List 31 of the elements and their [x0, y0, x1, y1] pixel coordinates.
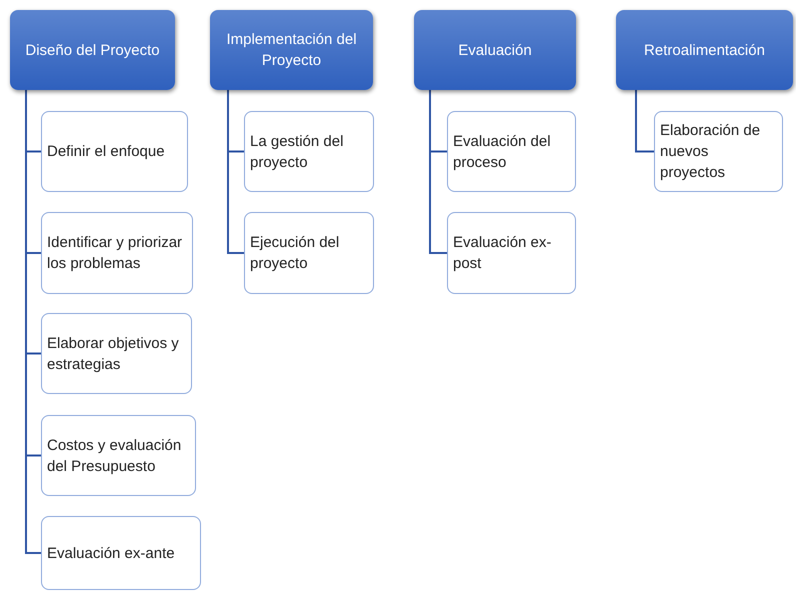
subtask-box	[447, 212, 576, 294]
subtask-label: Identificar y priorizar los problemas	[47, 233, 184, 274]
category-title: Implementación del Proyecto	[225, 30, 358, 71]
subtask-box	[244, 111, 374, 192]
subtask-label: Evaluación ex-ante	[47, 544, 175, 564]
category-header-box	[10, 10, 175, 90]
subtask-box	[654, 111, 783, 192]
connector-line	[429, 90, 447, 254]
subtask-label: Ejecución del proyecto	[250, 233, 340, 274]
subtask-label: Elaboración de nuevos proyectos	[660, 121, 762, 183]
subtask-box	[41, 415, 196, 496]
category-title: Diseño del Proyecto	[25, 40, 160, 60]
subtask-label: Definir el enfoque	[47, 142, 165, 162]
subtask-box	[41, 313, 192, 394]
connector-line	[227, 90, 244, 254]
category-header-box	[616, 10, 793, 90]
category-header-box	[414, 10, 576, 90]
subtask-label: Elaborar objetivos y estrategias	[47, 334, 180, 374]
subtask-box	[41, 516, 201, 590]
subtask-label: La gestión del proyecto	[250, 132, 344, 172]
subtask-box	[41, 111, 188, 192]
category-title: Retroalimentación	[644, 40, 765, 60]
subtask-box	[41, 212, 193, 294]
category-title: Evaluación	[458, 40, 532, 60]
connector-line	[635, 90, 654, 152]
subtask-box	[447, 111, 576, 192]
subtask-label: Evaluación del proceso	[453, 132, 552, 172]
category-header-box	[210, 10, 373, 90]
subtask-label: Evaluación ex-post	[453, 233, 552, 274]
subtask-label: Costos y evaluación del Presupuesto	[47, 436, 182, 476]
subtask-box	[244, 212, 374, 294]
